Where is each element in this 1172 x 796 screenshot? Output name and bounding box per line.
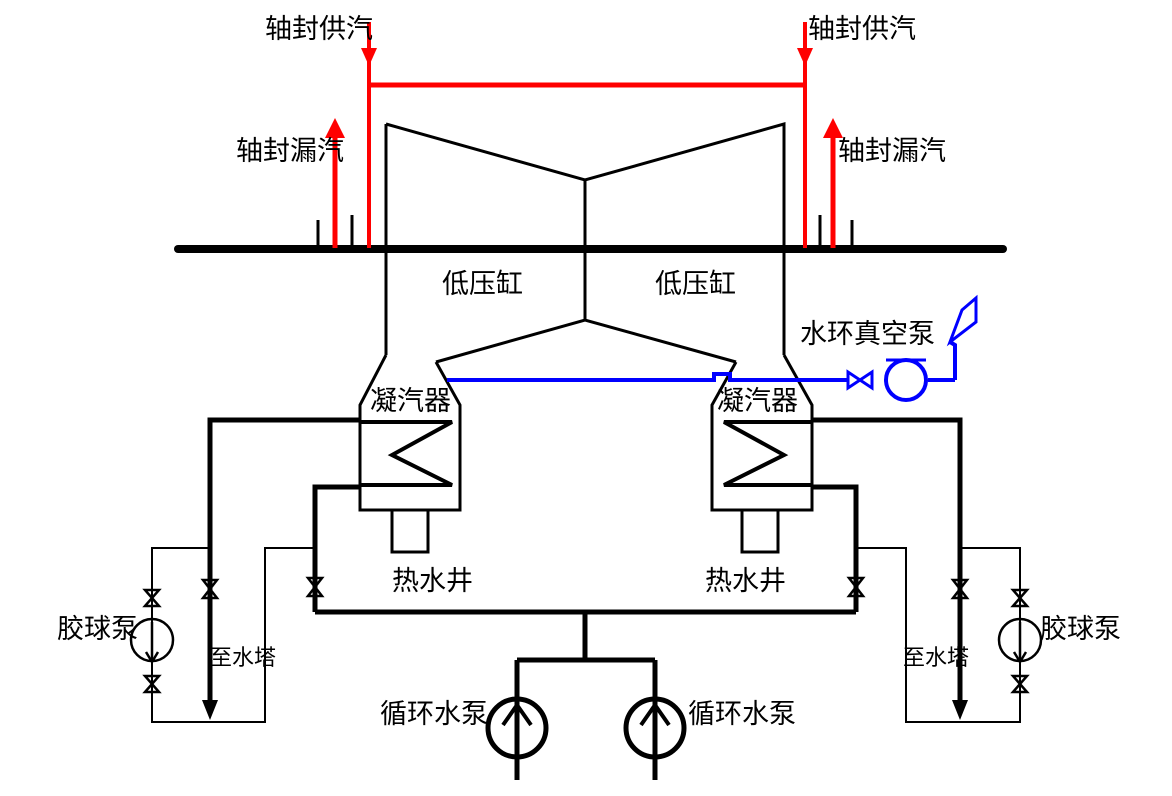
label-hotwell-left: 热水井 xyxy=(392,566,473,597)
valves xyxy=(142,576,1030,694)
condenser-right xyxy=(710,354,814,554)
label-circ-pump-left: 循环水泵 xyxy=(380,699,488,730)
label-ball-pump-right: 胶球泵 xyxy=(1040,614,1121,645)
label-lp-cylinder-left: 低压缸 xyxy=(442,269,523,300)
circ-pump-left-icon xyxy=(485,696,549,760)
label-condenser-right: 凝汽器 xyxy=(717,386,798,417)
exhaust-hood xyxy=(384,254,786,364)
hotwell-left-box xyxy=(390,510,430,554)
condenser-right-tube-coil xyxy=(723,420,812,487)
seal-supply-arrowheads xyxy=(361,48,813,66)
label-seal-leak-left: 轴封漏汽 xyxy=(236,136,344,167)
vacuum-exhaust-icon xyxy=(946,294,978,347)
label-seal-supply-right: 轴封供汽 xyxy=(808,14,916,45)
label-hotwell-right: 热水井 xyxy=(705,566,786,597)
label-condenser-left: 凝汽器 xyxy=(370,386,451,417)
shaft-seal-ticks xyxy=(316,215,854,249)
to-tower-arrowheads xyxy=(202,700,968,720)
lp-cylinder-outline xyxy=(384,122,786,254)
ball-pump-right-icon xyxy=(997,617,1043,665)
label-seal-supply-left: 轴封供汽 xyxy=(265,14,373,45)
circ-water-thick-lines xyxy=(207,417,963,780)
condenser-left xyxy=(358,354,462,554)
circ-pump-right-icon xyxy=(623,696,687,760)
label-ball-pump-left: 胶球泵 xyxy=(57,614,138,645)
vacuum-valve xyxy=(846,369,874,391)
label-lp-cylinder-right: 低压缸 xyxy=(655,269,736,300)
hotwell-right-box xyxy=(740,510,780,554)
condenser-left-tube-coil xyxy=(360,420,453,487)
vacuum-pump-icon xyxy=(884,358,928,402)
vacuum-line xyxy=(447,340,957,382)
label-vacuum-pump: 水环真空泵 xyxy=(800,319,935,350)
label-to-tower-right: 至水塔 xyxy=(903,646,969,671)
lp-turbine xyxy=(384,122,786,364)
ball-pump-loops xyxy=(151,547,1021,723)
label-to-tower-left: 至水塔 xyxy=(210,646,276,671)
label-circ-pump-right: 循环水泵 xyxy=(688,699,796,730)
label-seal-leak-right: 轴封漏汽 xyxy=(838,136,946,167)
ball-pump-left-icon xyxy=(129,617,175,665)
